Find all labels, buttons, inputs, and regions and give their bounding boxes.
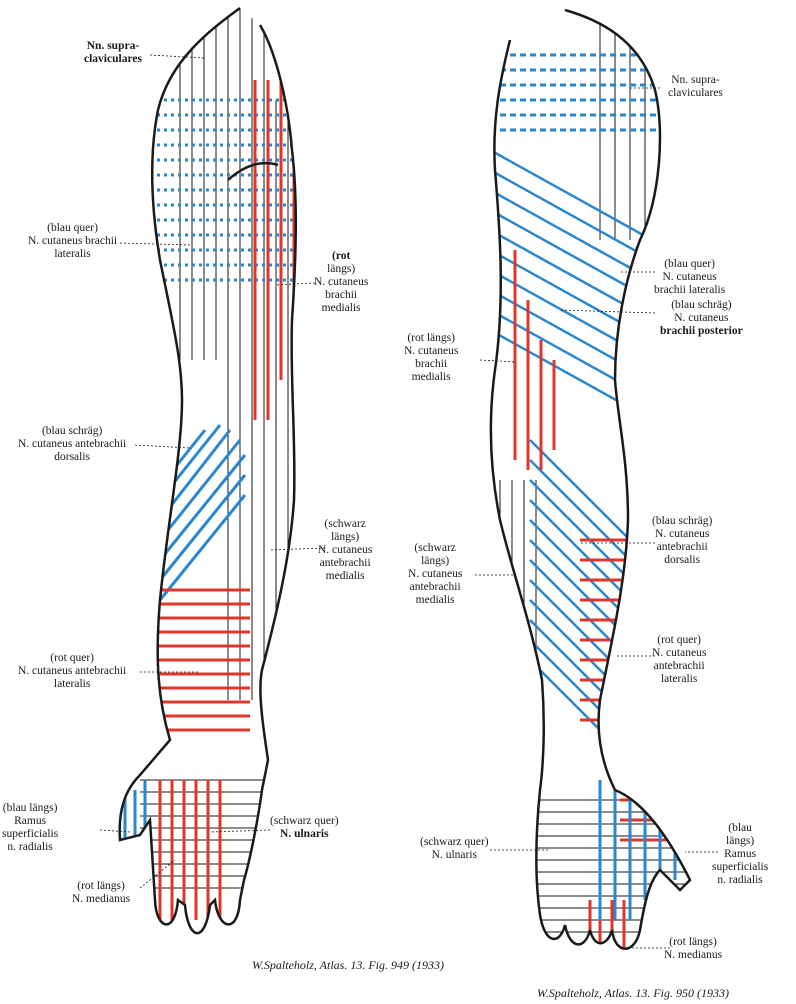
label-right-ramus-superficialis: (blau längs) Ramus superficialis n. radi… (712, 822, 769, 886)
label-left-medianus: (rot längs) N. medianus (72, 880, 131, 905)
caption-right: W.Spalteholz, Atlas. 13. Fig. 950 (1933) (537, 986, 729, 1000)
label-right-medianus: (rot längs) N. medianus (664, 936, 723, 961)
label-right-antebrachii-medialis: (schwarz längs) N. cutaneus antebrachii … (408, 542, 463, 606)
label-right-brachii-lateralis: (blau quer) N. cutaneus brachii laterali… (654, 258, 726, 296)
label-left-antebrachii-lateralis: (rot quer) N. cutaneus antebrachii later… (18, 652, 127, 690)
label-right-brachii-medialis: (rot längs) N. cutaneus brachii medialis (404, 332, 459, 383)
right-arm-outline (489, 8, 692, 950)
leader-lines (99, 54, 718, 949)
label-left-brachii-medialis: (rot längs) N. cutaneus brachii medialis (314, 250, 369, 314)
label-left-antebrachii-dorsalis: (blau schräg) N. cutaneus antebrachii do… (18, 425, 127, 463)
label-left-supraclaviculares: Nn. supra- claviculares (84, 40, 142, 65)
label-right-ulnaris: (schwarz quer) N. ulnaris (420, 836, 489, 861)
left-arm-hatching (123, 8, 296, 920)
label-left-ulnaris: (schwarz quer) N. ulnaris (270, 815, 339, 840)
label-left-antebrachii-medialis: (schwarz längs) N. cutaneus antebrachii … (318, 518, 373, 582)
label-left-brachii-lateralis: (blau quer) N. cutaneus brachii laterali… (28, 222, 118, 260)
label-right-antebrachii-lateralis: (rot quer) N. cutaneus antebrachii later… (652, 634, 707, 685)
label-right-supraclaviculares: Nn. supra- claviculares (668, 74, 723, 99)
label-right-brachii-posterior: (blau schräg) N. cutaneus brachii poster… (660, 299, 743, 337)
label-left-ramus-superficialis: (blau längs) Ramus superficialis n. radi… (2, 802, 59, 853)
right-arm-hatching (490, 10, 690, 949)
label-right-antebrachii-dorsalis: (blau schräg) N. cutaneus antebrachii do… (652, 515, 713, 566)
caption-left: W.Spalteholz, Atlas. 13. Fig. 949 (1933) (252, 958, 444, 972)
left-arm-outline (118, 6, 298, 935)
